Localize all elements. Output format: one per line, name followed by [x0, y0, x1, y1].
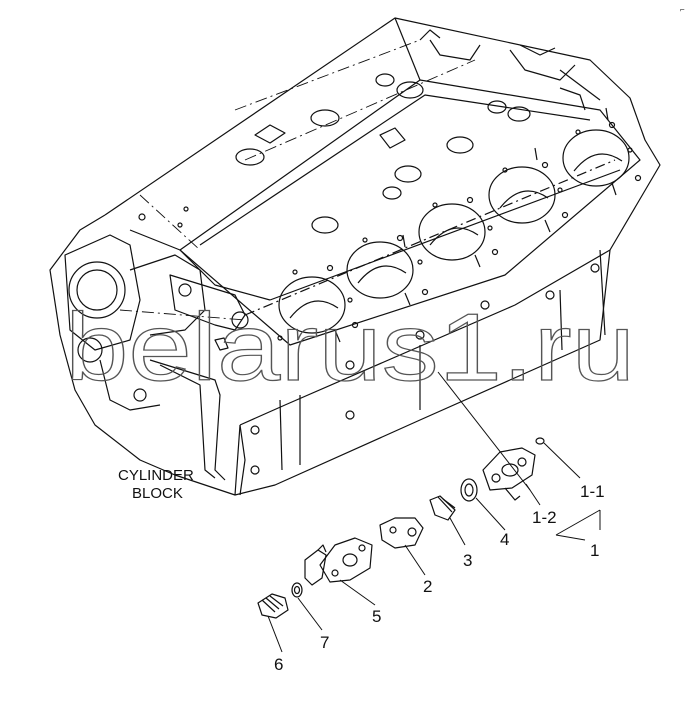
part-7-washer [291, 582, 303, 598]
caption-line-1: CYLINDER [118, 467, 194, 484]
label-3: 3 [463, 551, 472, 570]
part-1-oil-pipe-flange [482, 447, 536, 501]
part-3-hollow-bolt [429, 495, 456, 521]
part-1-1-o-ring [535, 437, 545, 445]
part-4-washer [460, 478, 478, 502]
part-2-gasket [379, 517, 424, 549]
label-1-1: 1-1 [580, 482, 605, 501]
cylinder-bores [278, 129, 630, 334]
bolt-holes [250, 107, 642, 475]
label-6: 6 [274, 655, 283, 674]
label-1: 1 [590, 541, 599, 560]
watermark-text: belarus1.ru [65, 294, 635, 401]
label-leaders [267, 442, 601, 653]
corner-mark: ⌐ [680, 5, 685, 14]
center-lines [119, 39, 476, 321]
part-5-flange-pipe [304, 537, 373, 586]
caption-line-2: BLOCK [132, 485, 183, 502]
label-1-2: 1-2 [532, 508, 557, 527]
part-6-plug [257, 593, 289, 619]
label-4: 4 [500, 530, 509, 549]
label-5: 5 [372, 607, 381, 626]
cylinder-block [49, 17, 661, 496]
label-7: 7 [320, 633, 329, 652]
label-2: 2 [423, 577, 432, 596]
leader-line-main [437, 371, 531, 491]
